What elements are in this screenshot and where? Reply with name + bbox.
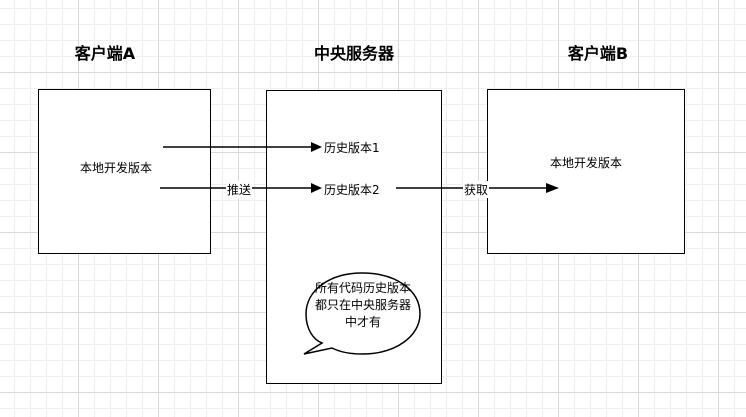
- server-version-2: 历史版本2: [324, 183, 380, 197]
- note-text: 所有代码历史版本都只在中央服务器中才有: [314, 281, 411, 329]
- server-version-1: 历史版本1: [324, 141, 380, 155]
- arrowhead-2: [311, 183, 322, 193]
- client-b-box: [487, 89, 685, 254]
- push-label: 推送: [226, 181, 253, 198]
- title-client-a: 客户端A: [74, 44, 136, 63]
- client-b-content: 本地开发版本: [550, 156, 623, 170]
- arrowhead-1: [311, 142, 322, 152]
- speech-bubble: [303, 272, 421, 355]
- client-a-content: 本地开发版本: [80, 161, 153, 175]
- fetch-label: 获取: [463, 181, 490, 198]
- client-a-box: [38, 89, 211, 254]
- title-client-b: 客户端B: [567, 44, 629, 63]
- arrowhead-3: [546, 183, 559, 193]
- title-server: 中央服务器: [313, 44, 394, 63]
